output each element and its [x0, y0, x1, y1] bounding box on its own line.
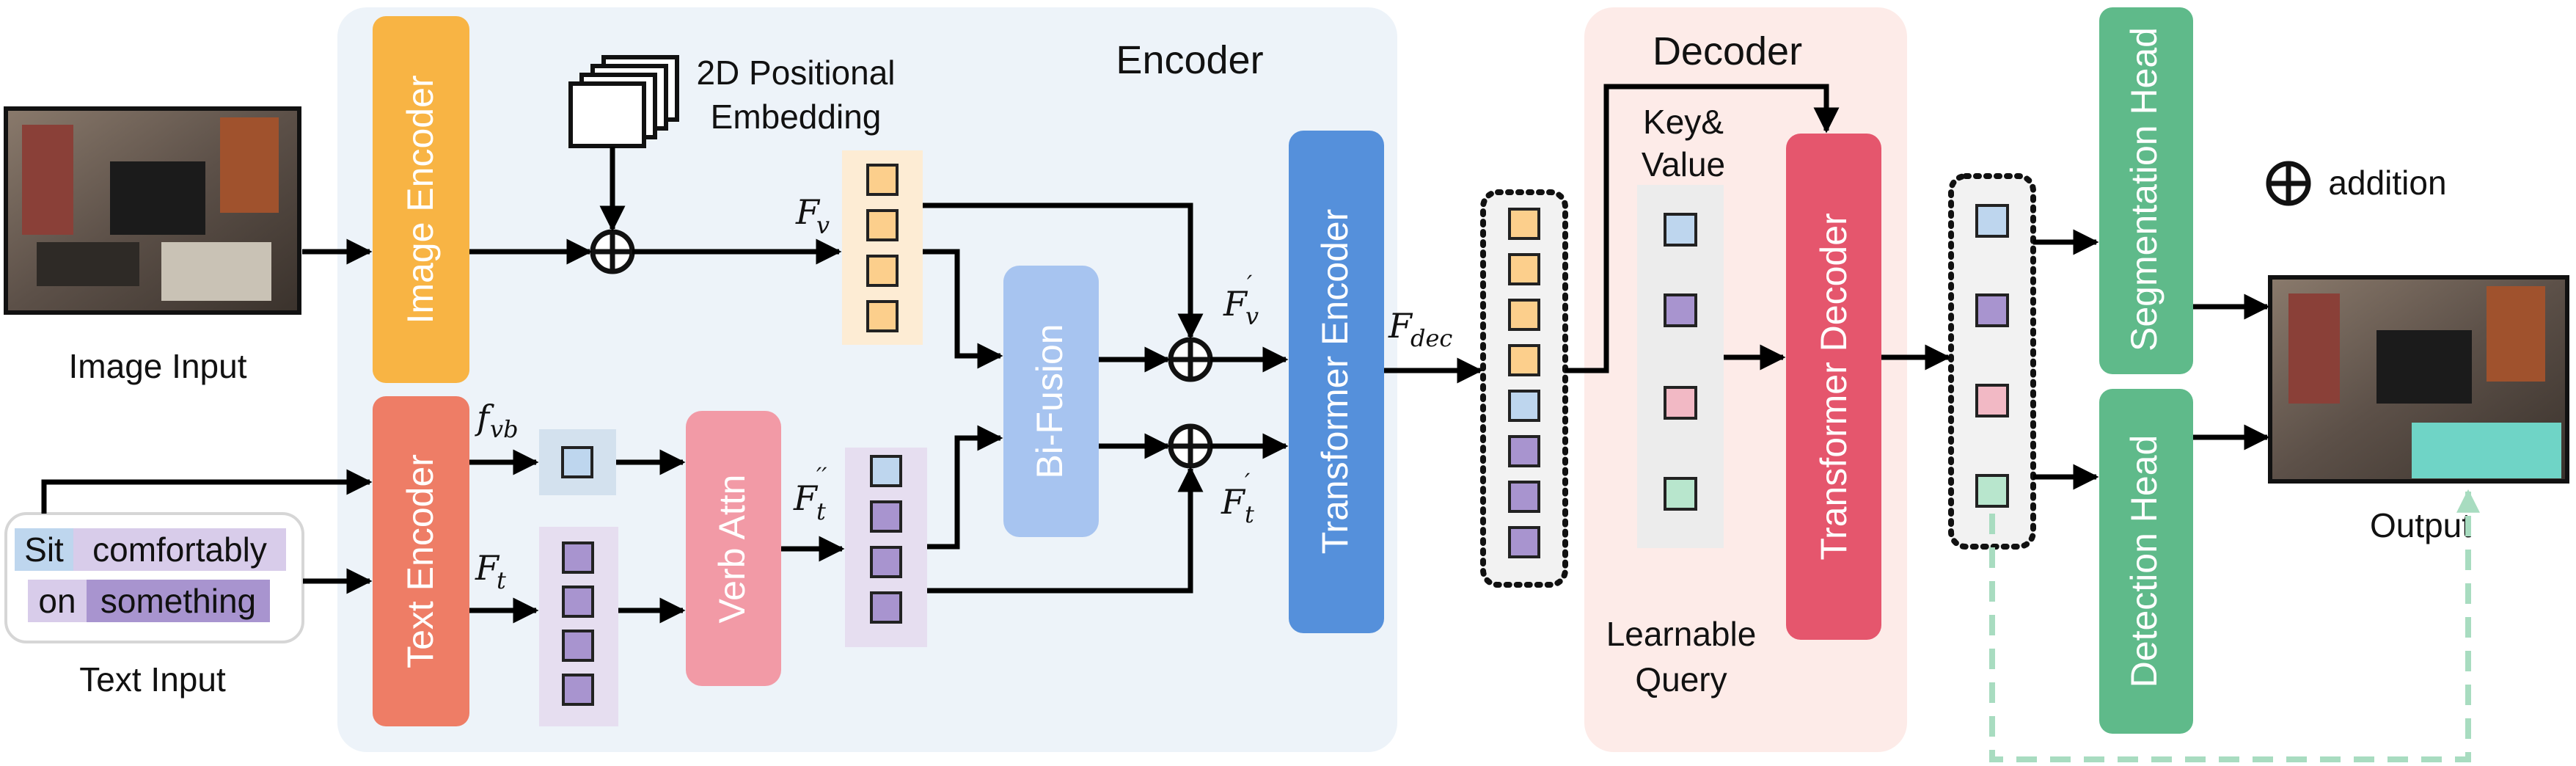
learnable-query-line2: Query — [1635, 660, 1727, 698]
image-input-label: Image Input — [69, 347, 247, 385]
ft-base: F — [475, 548, 500, 588]
fvb-token — [539, 429, 616, 495]
text-token-4: something — [100, 582, 256, 620]
fdec-sub: dec — [1410, 324, 1452, 352]
image-encoder-label: Image Encoder — [400, 75, 441, 324]
image-input-thumbnail — [4, 106, 301, 315]
text-encoder-label: Text Encoder — [400, 454, 441, 668]
fv-prime-sub: v — [1245, 302, 1259, 330]
bi-fusion-block — [1003, 266, 1099, 537]
transformer-encoder-block — [1289, 131, 1384, 633]
output-query-column — [1948, 173, 2036, 550]
fv-token-column — [842, 150, 923, 345]
ft-prime-sub: t — [1245, 500, 1254, 528]
text-token-2: comfortably — [92, 530, 267, 569]
arrow-fv-to-bifusion — [923, 249, 1003, 369]
output-label: Output — [2370, 506, 2471, 544]
fv-prime-label: F ′ v — [1223, 270, 1259, 330]
fv-base: F — [795, 192, 821, 232]
decoder-title: Decoder — [1653, 29, 1802, 73]
dashed-feedback-arrow — [1989, 489, 2480, 762]
pos-embed-line2: Embedding — [711, 98, 882, 136]
transformer-decoder-label: Transformer Decoder — [1813, 213, 1854, 560]
ft-dprime-base: F — [793, 478, 819, 518]
ft-dprime-mark: ′′ — [816, 462, 827, 490]
addition-node-text — [1168, 423, 1213, 469]
pos-embed-line1: 2D Positional — [696, 54, 895, 92]
addition-legend-icon — [2266, 161, 2311, 206]
segmentation-head-block — [2099, 7, 2193, 374]
verb-attn-label: Verb Attn — [711, 475, 753, 624]
fdec-base: F — [1388, 306, 1413, 346]
addition-node-pos — [590, 229, 635, 274]
ft-token-column — [539, 527, 618, 726]
ft-prime-base: F — [1221, 482, 1246, 522]
addition-node-visual — [1168, 337, 1213, 382]
key-value-line2: Value — [1642, 145, 1725, 183]
fv-prime-mark: ′ — [1247, 270, 1253, 298]
output-image-thumbnail — [2268, 275, 2569, 484]
ft-label: F t — [475, 548, 506, 594]
fv-label: F v — [795, 192, 830, 239]
learnable-query-line1: Learnable — [1606, 615, 1757, 653]
arrow-fdec-to-decoder-kv — [1565, 84, 1840, 373]
fdec-label: F dec — [1388, 306, 1452, 352]
arrow-text-to-encoder-top — [41, 469, 373, 514]
text-input-box — [4, 512, 304, 643]
bi-fusion-label: Bi-Fusion — [1029, 324, 1070, 478]
positional-embedding-icon — [568, 55, 679, 148]
arrow-ftdprime-to-bifusion — [927, 425, 1003, 550]
learnable-query-column — [1637, 185, 1724, 548]
ft-dprime-label: F ′′ t — [793, 462, 827, 525]
key-value-line1: Key& — [1643, 103, 1724, 141]
text-encoder-block — [373, 396, 469, 726]
fv-prime-base: F — [1223, 284, 1248, 324]
text-token-1: Sit — [24, 530, 64, 569]
fdec-token-column — [1480, 189, 1568, 588]
ft-prime-label: F ′ t — [1221, 468, 1254, 528]
image-encoder-block — [373, 16, 469, 383]
ft-prime-mark: ′ — [1245, 468, 1251, 496]
text-input-label: Text Input — [79, 660, 226, 698]
encoder-title: Encoder — [1116, 38, 1263, 82]
verb-attn-block — [686, 411, 781, 686]
connection-arrows — [41, 84, 2270, 624]
segmentation-head-label: Segmentation Head — [2123, 27, 2165, 351]
ft-sub: t — [497, 566, 506, 594]
transformer-decoder-block — [1786, 134, 1881, 640]
text-token-3: on — [38, 582, 76, 620]
fvb-sub: vb — [490, 415, 519, 443]
arrow-ftdprime-to-plus-text — [927, 466, 1204, 594]
detection-head-block — [2099, 389, 2193, 734]
detection-head-label: Detection Head — [2123, 435, 2165, 688]
ft-dprime-token-column — [845, 448, 927, 647]
transformer-encoder-label: Transformer Encoder — [1314, 209, 1355, 555]
ft-dprime-sub: t — [816, 497, 826, 525]
fv-sub: v — [816, 211, 830, 239]
legend-addition-label: addition — [2328, 164, 2446, 202]
arrow-fv-to-plus-visual — [923, 203, 1204, 340]
